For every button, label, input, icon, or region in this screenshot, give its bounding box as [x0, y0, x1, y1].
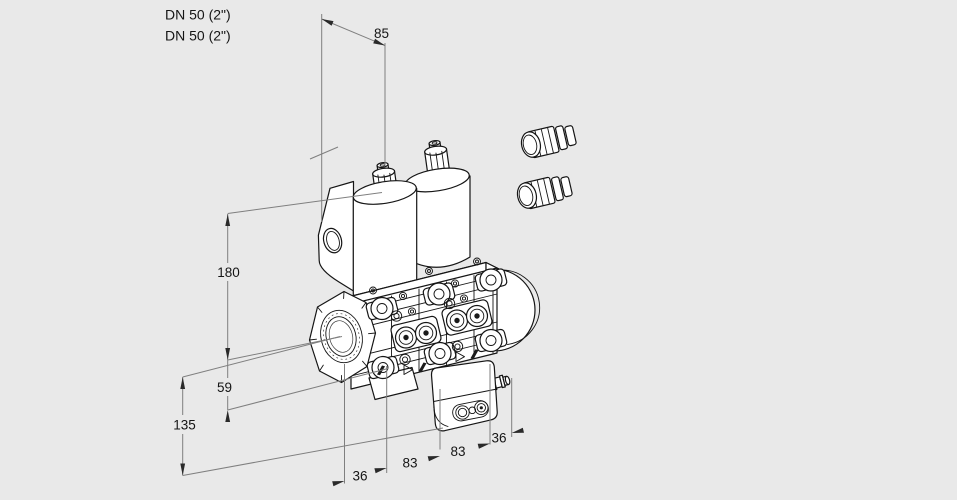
dim-85: [321, 14, 386, 222]
small-screws: [390, 279, 469, 366]
cable-gland-2: [514, 172, 574, 212]
dn-label-1: DN 50 (2"): [165, 7, 231, 23]
dim-label-83-left: 83: [403, 456, 418, 471]
top-mounting-plate: [349, 257, 500, 306]
dim-label-135: 135: [173, 418, 196, 433]
corner-screws: [365, 268, 508, 380]
dim-label-59: 59: [217, 380, 232, 395]
dim-label-36-right: 36: [492, 431, 507, 446]
valve-isometric-drawing: [308, 140, 541, 432]
dim-label-85: 85: [374, 26, 389, 41]
dim-label-83-right: 83: [451, 444, 466, 459]
solenoid-coil-1: [352, 162, 418, 308]
pressure-regulator-block: [430, 360, 511, 432]
dim-label-180: 180: [217, 265, 240, 280]
dim-59: [225, 360, 389, 422]
mounting-bracket: [317, 180, 355, 292]
cable-gland-1: [518, 121, 578, 161]
dim-bottom-chain: [332, 364, 524, 487]
adjustment-caps: [390, 299, 493, 353]
solenoid-coil-2: [404, 140, 471, 268]
dimension-lines: [180, 14, 524, 487]
dim-135: [180, 336, 444, 476]
dim-label-36-left: 36: [353, 469, 368, 484]
dn-label-2: DN 50 (2"): [165, 28, 231, 44]
